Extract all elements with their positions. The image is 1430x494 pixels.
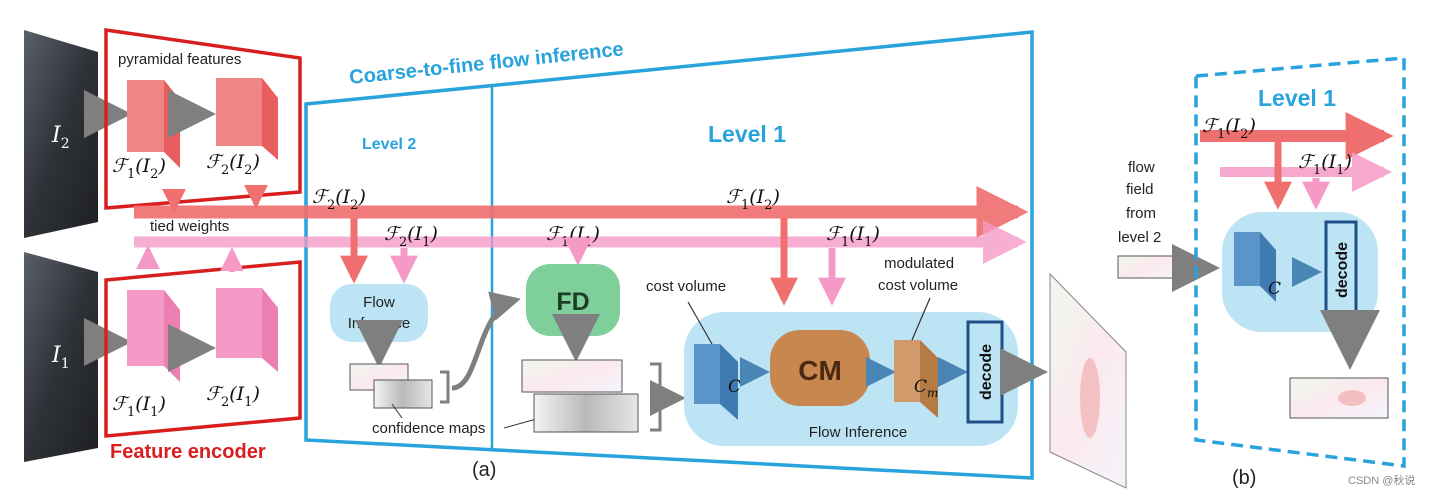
flow-field-caption-1: flow bbox=[1128, 159, 1155, 176]
panel-b-title: Level 1 bbox=[1258, 85, 1336, 111]
cm-module bbox=[770, 330, 870, 406]
output-flow-blob bbox=[1080, 358, 1100, 438]
panel-b-frame bbox=[1194, 56, 1406, 468]
panel-b-cost-block-side bbox=[1260, 232, 1276, 302]
level1-confidence-image bbox=[533, 393, 639, 433]
flow-field-caption-4: level 2 bbox=[1118, 229, 1161, 246]
feature-encoder-title: Feature encoder bbox=[110, 441, 266, 463]
feature-block-bottom-1-side bbox=[164, 290, 180, 382]
coarse-to-fine-frame bbox=[304, 30, 1034, 480]
modulated-label-line1: modulated bbox=[884, 255, 954, 272]
panel-b-input-flow-image bbox=[1117, 255, 1175, 279]
watermark: CSDN @秋说 bbox=[1348, 473, 1415, 487]
feature-block-top-1-front bbox=[127, 80, 164, 152]
confidence-maps-label: confidence maps bbox=[372, 420, 485, 437]
panel-b-output-blob bbox=[1338, 390, 1366, 406]
level2-f2-i1-label: ℱ2(I1) bbox=[384, 223, 438, 250]
feature-block-top-1-side bbox=[164, 80, 180, 168]
encoder-top-frame bbox=[104, 27, 302, 210]
caption-a: (a) bbox=[472, 459, 496, 481]
feature-block-bottom-2 bbox=[216, 288, 262, 358]
cost-volume-symbol: C bbox=[728, 377, 741, 397]
tied-weights-label: tied weights bbox=[150, 218, 229, 235]
caption-b: (b) bbox=[1232, 467, 1256, 489]
level1-title: Level 1 bbox=[708, 121, 786, 147]
level1-bracket bbox=[650, 362, 662, 432]
level2-f2-i2-label: ℱ2(I2) bbox=[312, 186, 366, 213]
pointer-cost-volume bbox=[687, 301, 713, 345]
level2-flow-inference bbox=[330, 284, 428, 342]
pointer-modulated-cost-volume bbox=[911, 297, 931, 341]
feature-block-top-2-side bbox=[262, 78, 278, 160]
decode-label: decode bbox=[978, 344, 995, 400]
arrow-level2-to-fd bbox=[451, 291, 521, 391]
pointer-confidence-level2 bbox=[391, 403, 403, 419]
flow-field-caption-2: field bbox=[1126, 181, 1154, 198]
feature-f1-i2-label: ℱ1(I2) bbox=[112, 155, 166, 182]
feature-f2-i2-label: ℱ2(I2) bbox=[206, 151, 260, 178]
flow-field-caption-3: from bbox=[1126, 205, 1156, 222]
fd-label: FD bbox=[556, 288, 589, 316]
modulated-cost-block-side bbox=[920, 340, 938, 418]
cm-label: CM bbox=[798, 355, 842, 386]
feature-block-bottom-1 bbox=[127, 290, 164, 366]
feature-block-bottom-2-side bbox=[262, 288, 278, 372]
level2-confidence-image bbox=[373, 379, 433, 409]
pyramidal-features-label: pyramidal features bbox=[118, 51, 241, 68]
coarse-to-fine-title: Coarse-to-fine flow inference bbox=[348, 38, 624, 89]
level1-f1-i2-label: ℱ1(I2) bbox=[726, 186, 780, 213]
panel-b-cost-symbol: C bbox=[1268, 279, 1281, 299]
panel-b-f1-i2-label: ℱ1(I2) bbox=[1202, 115, 1256, 142]
input-image-i1 bbox=[24, 252, 98, 462]
panel-b-cost-block bbox=[1234, 232, 1260, 286]
modulated-cost-block bbox=[894, 340, 920, 402]
level1-flow-inference-label: Flow Inference bbox=[809, 424, 907, 441]
feature-f2-i1-label: ℱ2(I1) bbox=[206, 383, 260, 410]
cost-volume-block bbox=[694, 344, 720, 404]
input-i2-label: I2 bbox=[51, 123, 70, 152]
cost-volume-block-side bbox=[720, 344, 738, 420]
input-image-i2 bbox=[24, 30, 98, 238]
feature-block-top-2 bbox=[216, 78, 262, 146]
panel-b-f1-i1-label: ℱ1(I1) bbox=[1298, 151, 1352, 178]
panel-b-decode-label: decode bbox=[1334, 242, 1351, 298]
input-i1-label: I1 bbox=[51, 343, 70, 372]
level2-bracket bbox=[440, 370, 450, 404]
feature-f1-i1-label: ℱ1(I1) bbox=[112, 393, 166, 420]
modulated-label-line2: cost volume bbox=[878, 277, 958, 294]
level2-flow-inference-line1: Flow bbox=[363, 294, 395, 311]
level1-f1-i1-label: ℱ1(I1) bbox=[826, 223, 880, 250]
cost-volume-label: cost volume bbox=[646, 278, 726, 295]
level1-flow-field-image bbox=[521, 359, 623, 393]
level2-title: Level 2 bbox=[362, 136, 416, 153]
level2-flow-inference-line2: Inference bbox=[348, 315, 411, 332]
modulated-cost-symbol: Cm bbox=[914, 377, 938, 400]
